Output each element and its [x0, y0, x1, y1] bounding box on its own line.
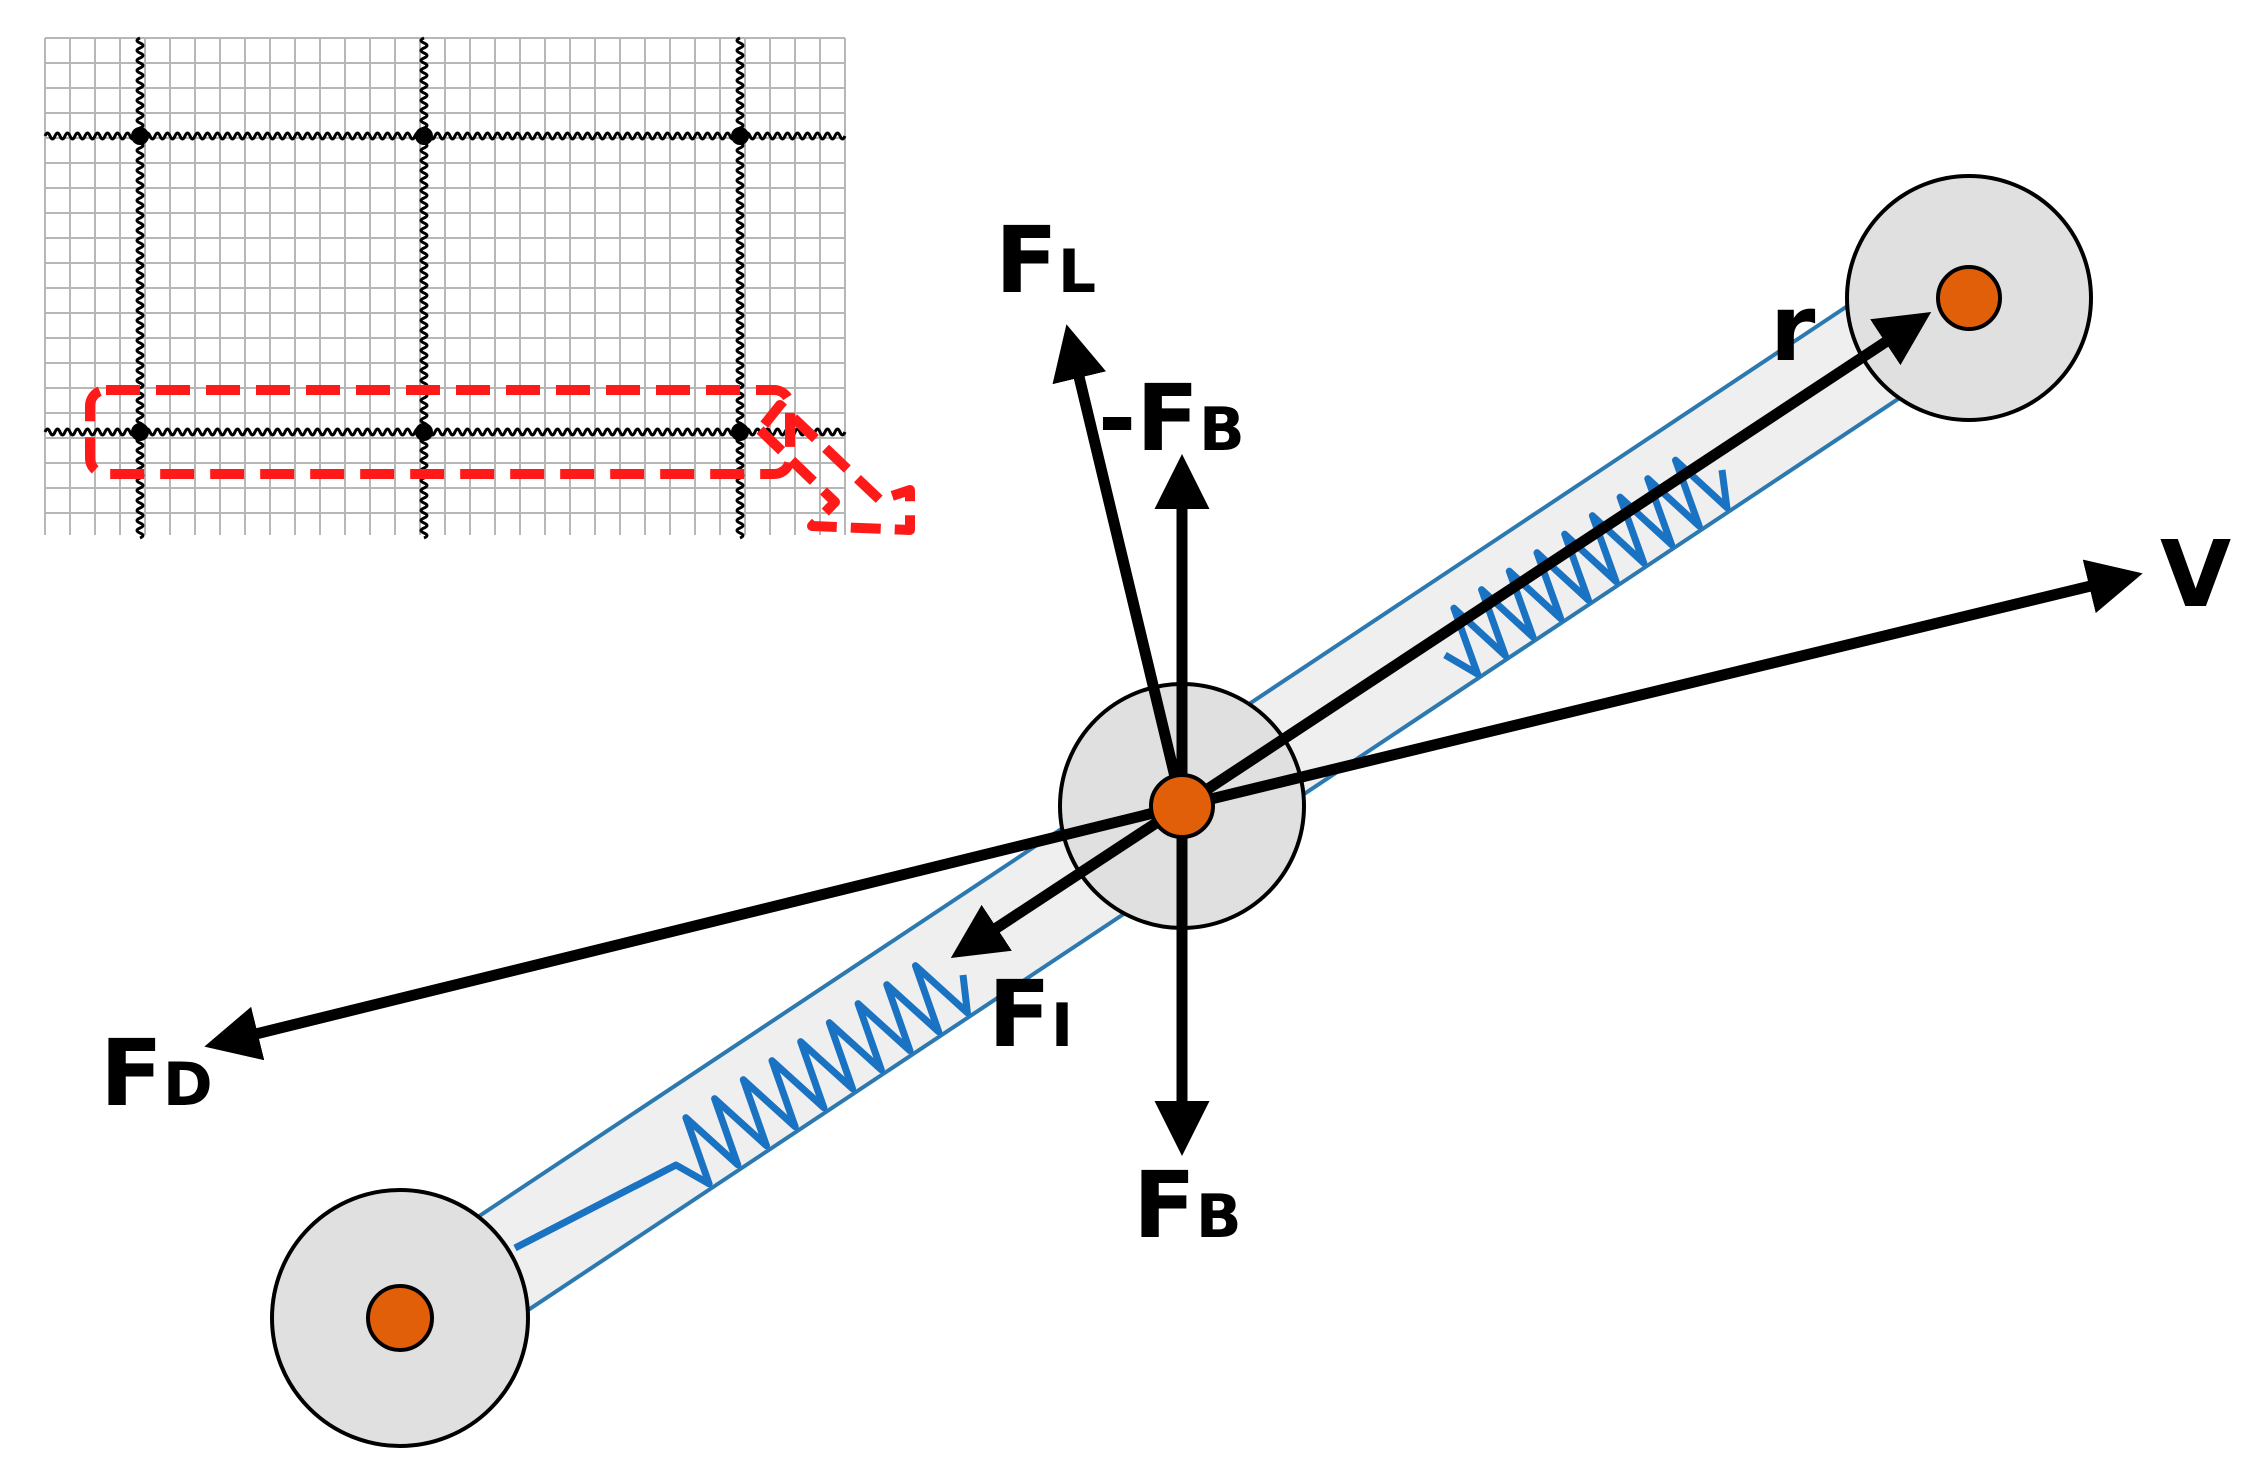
- inset-springs: [43, 36, 847, 540]
- arrow-drag: [204, 800, 1184, 1061]
- inset-spring-vertical: [735, 36, 745, 540]
- inset-node: [415, 423, 433, 441]
- arrow-inertia: [950, 801, 1186, 959]
- inset-node: [131, 127, 149, 145]
- inset-node: [731, 423, 749, 441]
- inset-spring-horizontal: [43, 131, 847, 141]
- spring-upper: [1443, 456, 1731, 678]
- inset-spring-horizontal: [43, 427, 847, 437]
- arrow-velocity: [1180, 559, 2143, 812]
- force-arrows: [204, 311, 2143, 1156]
- label-lift: FL: [995, 207, 1096, 314]
- label-inertia: FI: [988, 961, 1073, 1068]
- node-upper-right: [1845, 174, 2093, 422]
- inset-spring-vertical: [135, 36, 145, 540]
- label-drag: FD: [100, 1020, 213, 1127]
- inset-node: [131, 423, 149, 441]
- label-buoyancy: FB: [1133, 1152, 1242, 1259]
- arrow-radius: [1178, 311, 1932, 811]
- inset-grid-lines: [44, 37, 846, 535]
- label-velocity: V: [2160, 521, 2231, 628]
- inset-spring-vertical: [419, 36, 429, 540]
- inset-node: [415, 127, 433, 145]
- node-center-dot: [1149, 773, 1215, 839]
- dashed-arrow-icon: [755, 400, 915, 535]
- label-neg-buoyancy: -FB: [1098, 365, 1245, 472]
- spring-lower: [513, 962, 971, 1252]
- spring-mesh-grid-icon: [43, 36, 915, 540]
- arrow-lift: [1052, 324, 1188, 808]
- inset-highlight-box: [85, 385, 795, 479]
- inset-node: [731, 127, 749, 145]
- inset-nodes: [131, 127, 749, 441]
- node-lower-left: [270, 1188, 530, 1448]
- label-radius: r: [1770, 275, 1816, 382]
